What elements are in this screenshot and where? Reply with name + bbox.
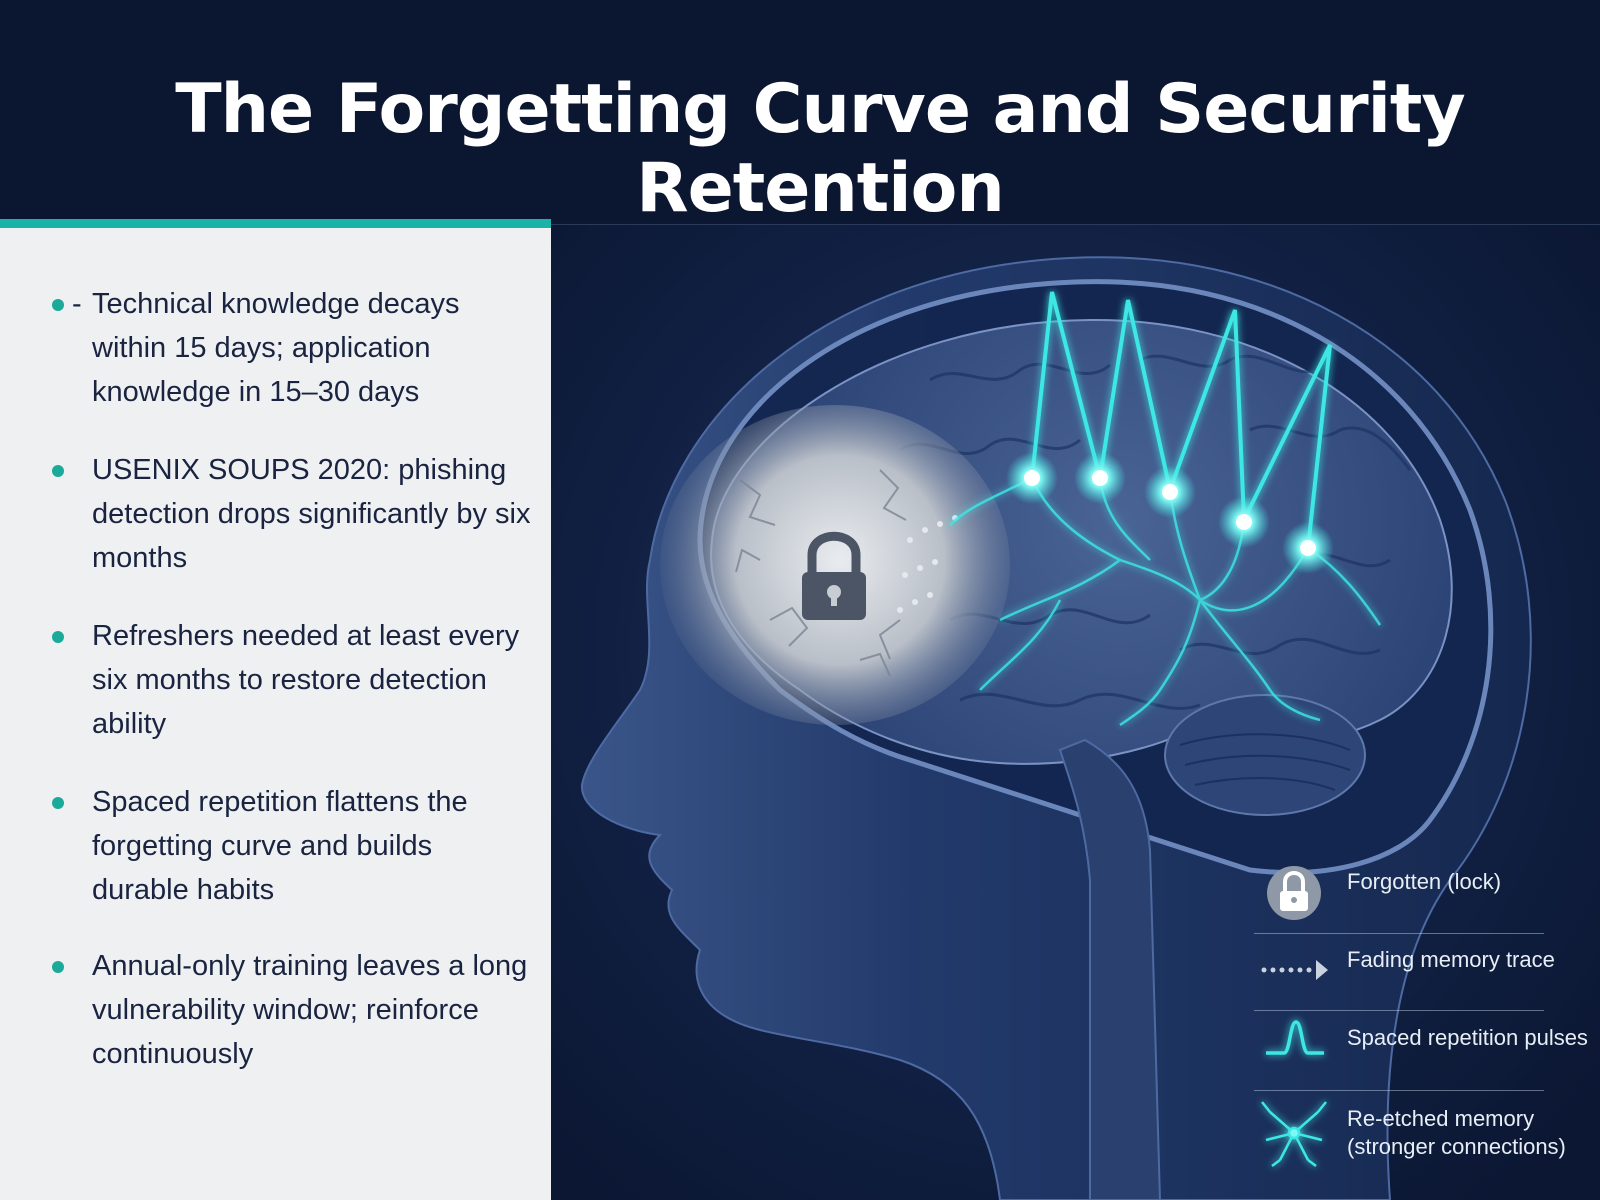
bullet-text: Annual-only training leaves a long vulne… [92, 950, 528, 1070]
header-divider [551, 224, 1600, 225]
bullet-prefix: - [72, 288, 82, 320]
bullet-item-5: Annual-only training leaves a long vulne… [52, 944, 532, 1076]
legend-label-forgotten: Forgotten (lock) [1347, 869, 1502, 894]
legend-pulse-icon [1266, 1020, 1324, 1055]
bullet-dot-icon [52, 797, 64, 809]
bullet-dot-icon [52, 961, 64, 973]
bullet-text: USENIX SOUPS 2020: phishing detection dr… [92, 454, 531, 574]
brain-illustration [551, 225, 1600, 1200]
legend-divider [1254, 1010, 1544, 1011]
bullet-item-1: - Technical knowledge decays within 15 d… [52, 282, 532, 414]
lock-icon [802, 531, 866, 620]
page-title: The Forgetting Curve and Security Retent… [175, 70, 1466, 228]
bullet-text: Technical knowledge decays within 15 day… [92, 288, 460, 408]
legend-dotted-arrow-icon [1261, 960, 1328, 980]
legend-divider [1254, 933, 1544, 934]
bullet-panel [0, 228, 551, 1200]
bullet-dot-icon [52, 631, 64, 643]
legend-label-pulses: Spaced repetition pulses [1347, 1025, 1588, 1050]
accent-bar [0, 219, 551, 228]
bullet-item-4: Spaced repetition flattens the forgettin… [52, 780, 532, 912]
legend-label-fading: Fading memory trace [1347, 947, 1555, 972]
bullet-item-2: USENIX SOUPS 2020: phishing detection dr… [52, 448, 532, 580]
legend-label-re-etched: Re-etched memory (stronger connections) [1347, 1106, 1566, 1159]
bullet-text: Refreshers needed at least every six mon… [92, 620, 520, 740]
legend-lock-icon [1267, 866, 1321, 920]
header [0, 0, 1600, 222]
bullet-text: Spaced repetition flattens the forgettin… [92, 786, 468, 906]
pulse-nodes [1006, 452, 1334, 574]
bullet-dot-icon [52, 299, 64, 311]
bullet-item-3: Refreshers needed at least every six mon… [52, 614, 532, 746]
bullet-dot-icon [52, 465, 64, 477]
legend-neuron-icon [1261, 1101, 1327, 1167]
legend-divider [1254, 1090, 1544, 1091]
